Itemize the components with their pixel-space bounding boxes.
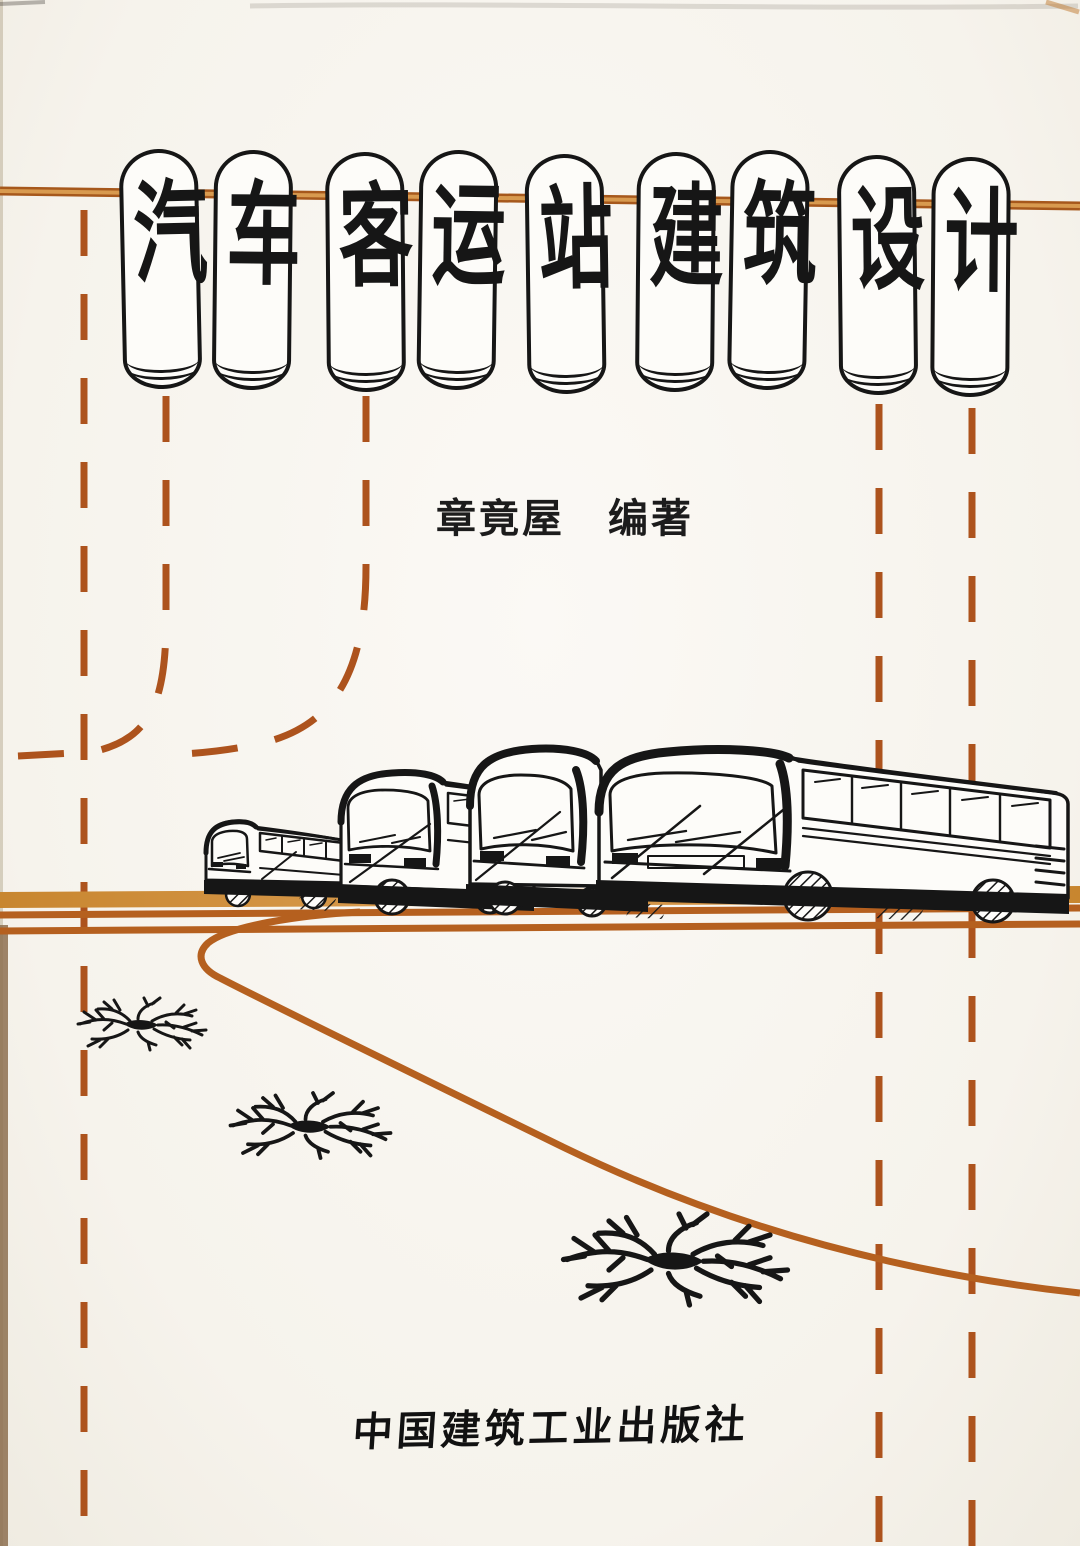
title-cylinder-6: 建 bbox=[634, 151, 725, 393]
title-cylinder-5: 站 bbox=[524, 153, 614, 395]
title-cylinder-9: 计 bbox=[930, 156, 1019, 398]
author-line: 章竟屋 编著 bbox=[436, 496, 694, 541]
title-char: 运 bbox=[430, 172, 507, 300]
road bbox=[0, 886, 1080, 1297]
title-char: 计 bbox=[944, 180, 1019, 307]
dashed-curve-2 bbox=[157, 396, 370, 759]
grass-patch-2 bbox=[228, 1091, 393, 1160]
title-char: 车 bbox=[225, 173, 302, 300]
title-char: 筑 bbox=[741, 172, 818, 300]
title-char: 站 bbox=[537, 176, 614, 304]
title-char: 客 bbox=[338, 174, 414, 301]
title-char: 设 bbox=[850, 177, 926, 304]
bus-1 bbox=[203, 819, 351, 910]
title-cylinder-4: 运 bbox=[416, 149, 507, 391]
title-cylinder-1: 汽 bbox=[118, 148, 209, 390]
title-cylinder-2: 车 bbox=[211, 149, 302, 391]
bus-4 bbox=[594, 745, 1070, 924]
title-char: 汽 bbox=[132, 171, 209, 299]
title-banner: 汽 车 客 运 站 建 筑 bbox=[0, 0, 1080, 420]
dashed-lane-lines bbox=[0, 210, 976, 1546]
dashed-curve-1 bbox=[0, 396, 170, 761]
title-cylinder-7: 筑 bbox=[726, 149, 818, 391]
grass-patch-1 bbox=[76, 996, 208, 1052]
grass-patches bbox=[76, 996, 788, 1305]
title-char: 建 bbox=[648, 175, 725, 302]
title-cylinder-8: 设 bbox=[836, 154, 926, 396]
title-cylinder-3: 客 bbox=[324, 151, 414, 393]
hairpin-curve bbox=[197, 908, 1080, 1297]
